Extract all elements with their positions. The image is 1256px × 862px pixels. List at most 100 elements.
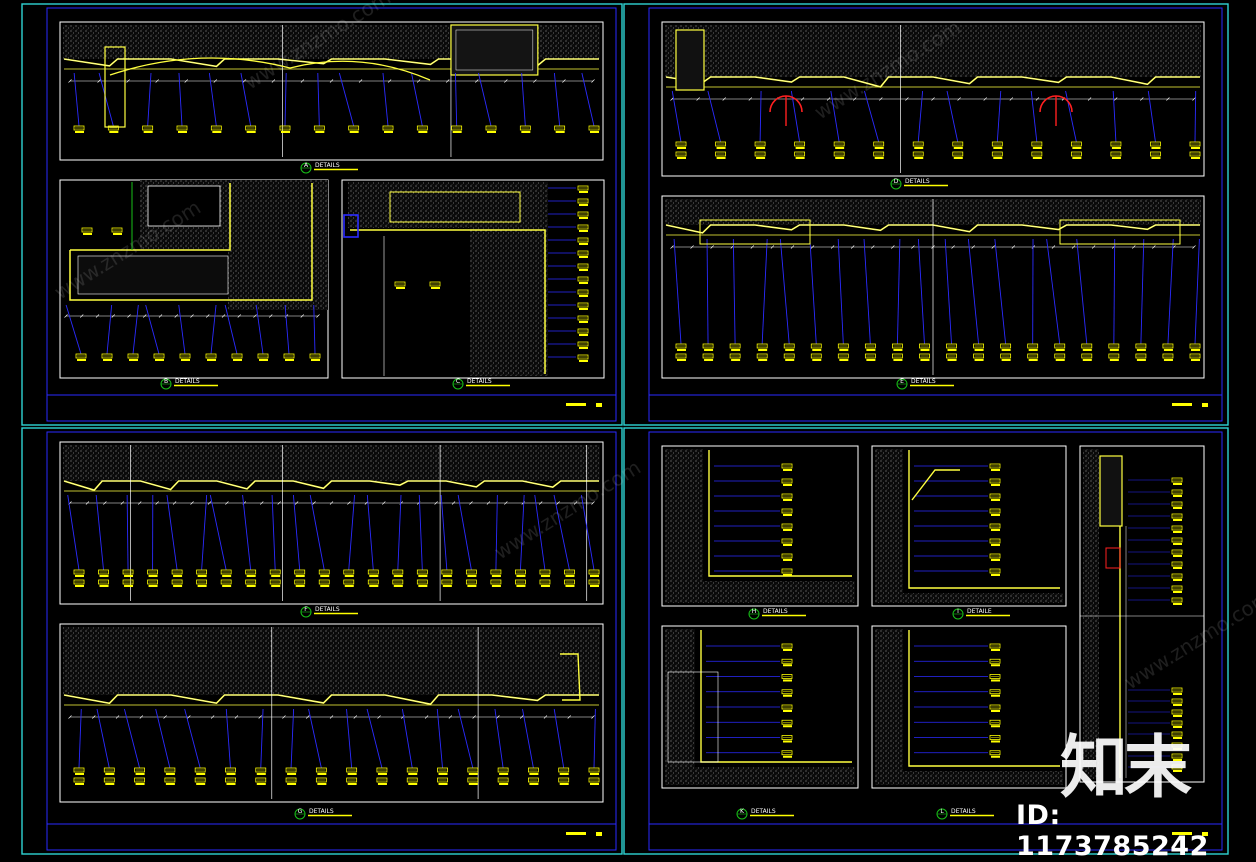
detail-d-left-column [676,30,704,90]
spec-tag-code [271,575,280,577]
spec-tag-code [124,585,133,587]
spec-tag-code [259,359,268,361]
detail-k-floor-hatch [665,767,855,785]
spec-tag-code [835,147,844,149]
spec-tag-code [560,783,569,785]
spec-tag-code [345,585,354,587]
spec-tag-code [677,157,686,159]
spec-tag-code [222,575,231,577]
spec-tag-code [75,575,84,577]
spec-tag-code [369,575,378,577]
spec-tag-code [1164,349,1173,351]
detail-f-leader [272,495,275,570]
spec-tag-code [579,256,588,258]
detail-f-leader [310,495,324,570]
spec-tag-code [758,349,767,351]
detail-e-leader [838,239,843,344]
detail-a-column-box [451,25,538,75]
spec-tag-code [320,585,329,587]
spec-tag-code [717,147,726,149]
detail-g-leader [402,709,412,768]
spec-tag-code [105,773,114,775]
detail-d-leader [708,91,721,142]
spec-tag-code [100,575,109,577]
spec-tag-code [1072,157,1081,159]
spec-tag-code [812,359,821,361]
spec-tag-code [991,514,1000,516]
detail-e-leader [733,239,735,344]
spec-tag-code [173,575,182,577]
spec-tag-code [408,783,417,785]
detail-b-leader [211,305,216,354]
spec-tag-code [396,287,405,289]
spec-tag-code [1002,359,1011,361]
spec-tag-code [83,233,92,235]
detail-f-leader [202,495,207,570]
detail-g-leader [261,709,263,768]
spec-tag-code [418,131,427,133]
spec-tag-code [136,773,145,775]
spec-tag-code [590,575,599,577]
spec-tag-code [144,131,153,133]
spec-tag-code [1173,507,1182,509]
spec-tag-code [783,710,792,712]
spec-tag-code [731,359,740,361]
spec-tag-code [105,783,114,785]
spec-tag-code [113,233,122,235]
spec-tag-code [492,575,501,577]
spec-tag-code [1056,349,1065,351]
spec-tag-code [196,773,205,775]
spec-tag-code [948,359,957,361]
spec-tag-code [369,585,378,587]
spec-tag-code [560,773,569,775]
spec-tag-code [954,157,963,159]
spec-tag-code [1173,555,1182,557]
detail-e-leader [762,239,767,344]
detail-d-leader [918,91,922,142]
detail-title: DETAILS [905,178,930,185]
spec-tag-code [394,575,403,577]
detail-e-leader [995,239,1006,344]
spec-tag-code [783,499,792,501]
detail-f-leader [441,495,447,570]
spec-tag-code [418,585,427,587]
spec-tag-code [487,131,496,133]
spec-tag-code [783,514,792,516]
title-block-mark [596,403,602,407]
detail-i-floor-hatch [875,593,1063,603]
spec-tag-code [453,131,462,133]
spec-tag-code [103,359,112,361]
detail-g-profile [64,695,599,704]
detail-c-wall-hatch [348,182,548,228]
detail-g-leader [156,709,170,768]
spec-tag-code [1173,591,1182,593]
detail-g-leader [97,709,109,768]
spec-tag-code [835,157,844,159]
detail-e-leader [945,239,951,344]
spec-tag-code [100,585,109,587]
spec-tag-code [893,359,902,361]
spec-tag-code [166,773,175,775]
spec-tag-code [317,773,326,775]
spec-tag-code [991,756,1000,758]
spec-tag-code [198,585,207,587]
spec-tag-code [991,484,1000,486]
detail-f-leader [398,495,401,570]
spec-tag-code [579,321,588,323]
spec-tag-code [677,349,686,351]
detail-f-leader [96,495,103,570]
spec-tag-code [124,575,133,577]
detail-e-leader [897,239,899,344]
spec-tag-code [579,347,588,349]
spec-tag-code [541,575,550,577]
spec-tag-code [75,773,84,775]
spec-tag-code [783,725,792,727]
detail-title: DETAILS [763,608,788,615]
spec-tag-code [207,359,216,361]
detail-d-profile [666,77,1200,87]
spec-tag-code [529,773,538,775]
spec-tag-code [565,575,574,577]
detail-b-leader [66,305,81,354]
spec-tag-code [796,157,805,159]
spec-tag-code [287,783,296,785]
